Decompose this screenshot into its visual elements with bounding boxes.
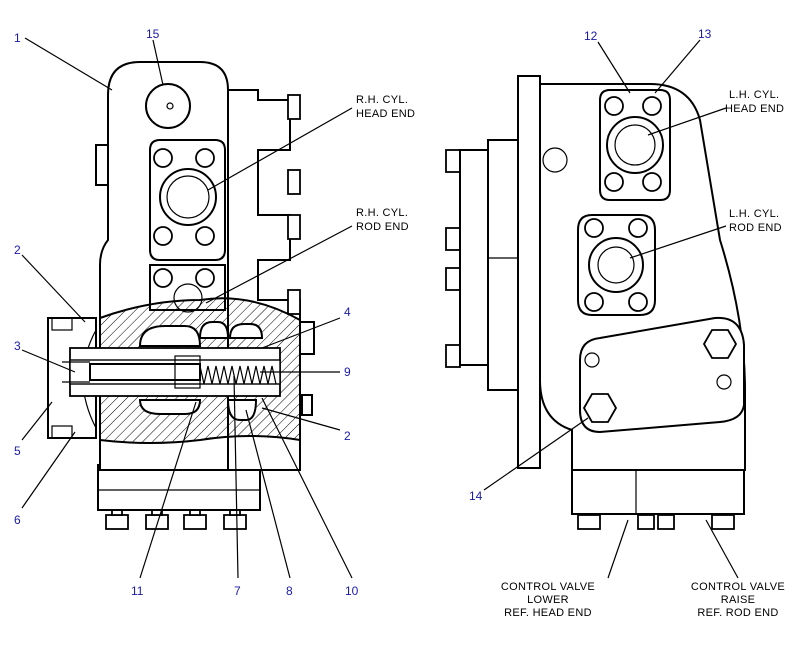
callout-5: 5 (14, 444, 21, 458)
callout-7: 7 (234, 584, 241, 598)
cv-raise-label-2: RAISE (721, 594, 756, 606)
callout-numbers: 1 15 2 3 5 6 11 7 8 10 4 9 2 12 13 14 (14, 27, 712, 598)
cv-raise-label-3: REF. ROD END (697, 607, 778, 619)
lh-head-label-2: HEAD END (725, 103, 784, 115)
callout-15: 15 (146, 27, 160, 41)
callout-1: 1 (14, 31, 21, 45)
cv-raise-label-1: CONTROL VALVE (691, 581, 785, 593)
callout-8: 8 (286, 584, 293, 598)
port-labels: R.H. CYL. HEAD END R.H. CYL. ROD END L.H… (356, 89, 785, 619)
lh-rod-flange (577, 214, 656, 316)
cv-lower-label-2: LOWER (527, 594, 569, 606)
spring (199, 365, 277, 385)
cv-lower-label-3: REF. HEAD END (504, 607, 592, 619)
callout-9: 9 (344, 365, 351, 379)
callout-13: 13 (698, 27, 712, 41)
rh-rod-label-2: ROD END (356, 221, 409, 233)
rh-head-flange (149, 139, 226, 261)
bracket-plate (579, 316, 745, 434)
rh-head-label-2: HEAD END (356, 108, 415, 120)
callout-2-right: 2 (344, 429, 351, 443)
left-base-plate (97, 464, 261, 511)
callout-12: 12 (584, 29, 598, 43)
right-bottom-bolts (577, 514, 735, 530)
section-cutaway (47, 297, 315, 444)
lh-rod-label-1: L.H. CYL. (729, 208, 779, 220)
port-15 (145, 83, 191, 129)
callout-10: 10 (345, 584, 359, 598)
lh-head-label-1: L.H. CYL. (729, 89, 779, 101)
right-leaders (483, 39, 739, 579)
lh-rod-label-2: ROD END (729, 222, 782, 234)
callout-6: 6 (14, 513, 21, 527)
right-view (445, 75, 746, 530)
callout-3: 3 (14, 339, 21, 353)
rh-rod-label-1: R.H. CYL. (356, 207, 408, 219)
right-base-plate (571, 469, 745, 515)
cv-lower-label-1: CONTROL VALVE (501, 581, 595, 593)
callout-14: 14 (469, 489, 483, 503)
rh-head-label-1: R.H. CYL. (356, 94, 408, 106)
left-leaders (21, 37, 353, 579)
callout-11: 11 (131, 584, 144, 598)
lh-head-flange (599, 89, 671, 201)
callout-4: 4 (344, 305, 351, 319)
left-view (47, 61, 315, 530)
callout-2-top: 2 (14, 243, 21, 257)
